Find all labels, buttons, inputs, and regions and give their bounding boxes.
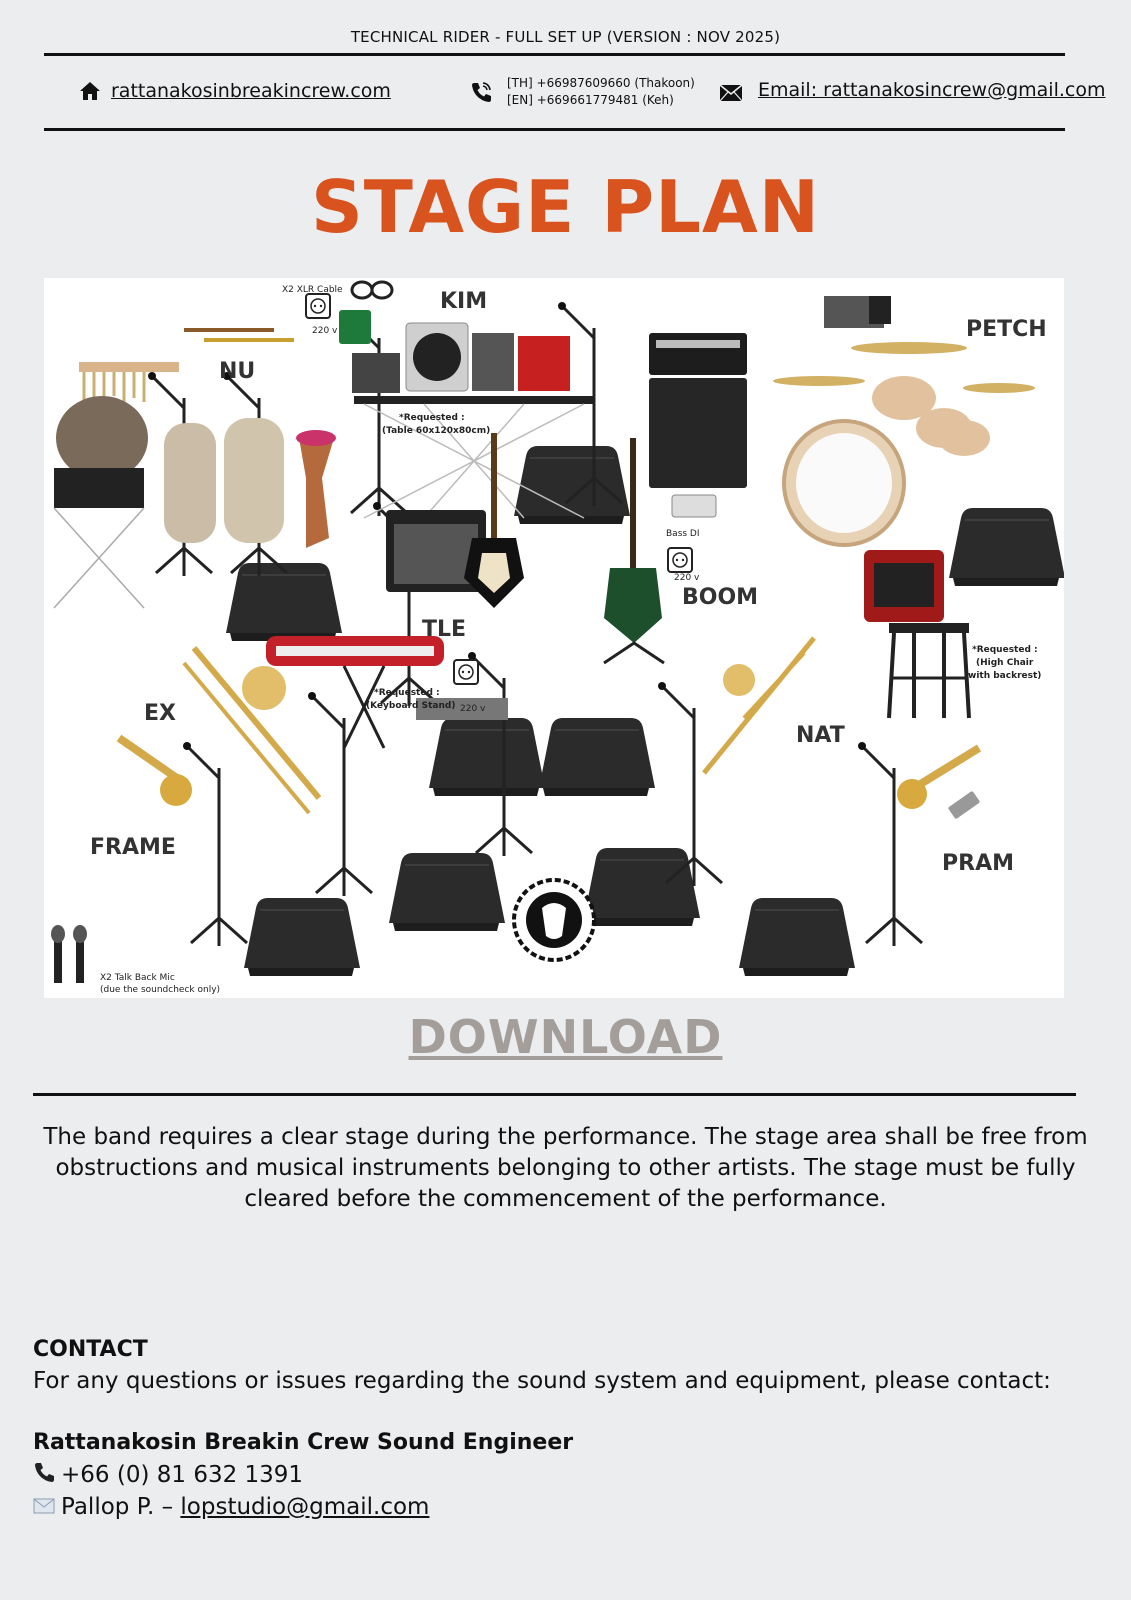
note-keyboard-stand: (Keyboard Stand) bbox=[366, 701, 455, 711]
label-kim: KIM bbox=[440, 289, 487, 314]
header-bottom-rule bbox=[44, 128, 1065, 131]
engineer-email-link[interactable]: lopstudio@gmail.com bbox=[180, 1494, 430, 1520]
note-talkback-sub: (due the soundcheck only) bbox=[100, 985, 220, 995]
envelope-emoji-icon bbox=[33, 1494, 57, 1520]
email-item[interactable]: Email: rattanakosincrew@gmail.com bbox=[719, 78, 1105, 102]
mic-stand bbox=[181, 740, 249, 948]
note-keyboard-requested: *Requested : bbox=[374, 688, 440, 698]
label-boom: BOOM bbox=[682, 585, 758, 610]
note-volt: 220 v bbox=[460, 704, 486, 714]
engineer-phone: +66 (0) 81 632 1391 bbox=[61, 1462, 304, 1488]
floor-monitor bbox=[738, 897, 856, 977]
talkback-mics bbox=[51, 925, 87, 983]
drum-kit bbox=[773, 296, 1035, 547]
engineer-phone-line: +66 (0) 81 632 1391 bbox=[33, 1461, 303, 1489]
guitar-amp bbox=[386, 510, 486, 592]
floor-monitor bbox=[243, 897, 361, 977]
engineer-title: Rattanakosin Breakin Crew Sound Engineer bbox=[33, 1430, 574, 1455]
mic-stand bbox=[856, 740, 924, 948]
note-volt: 220 v bbox=[312, 326, 338, 336]
label-nat: NAT bbox=[796, 723, 845, 748]
note-xlr-cable: X2 XLR Cable bbox=[282, 285, 343, 295]
electric-guitar bbox=[464, 433, 524, 608]
trumpet-frame bbox=[116, 734, 192, 806]
stage-plan-diagram: KIM NU PETCH TLE BOOM EX NAT FRAME PRAM … bbox=[44, 278, 1064, 998]
document-title: TECHNICAL RIDER - FULL SET UP (VERSION :… bbox=[350, 28, 781, 46]
note-table-requested: *Requested : bbox=[399, 413, 465, 423]
floor-monitor bbox=[225, 562, 343, 642]
note-chair-requested: *Requested : bbox=[972, 645, 1038, 655]
engineer-name: Pallop P. – bbox=[61, 1494, 181, 1520]
dj-table bbox=[352, 322, 594, 519]
phone-icon bbox=[472, 82, 491, 102]
floor-monitor bbox=[388, 852, 506, 932]
home-icon bbox=[80, 82, 100, 100]
floor-monitor bbox=[583, 847, 701, 927]
note-talkback: X2 Talk Back Mic bbox=[100, 973, 175, 983]
floor-monitor bbox=[538, 717, 656, 797]
note-chair-line2: with backrest) bbox=[968, 671, 1041, 681]
note-volt: 220 v bbox=[674, 573, 700, 583]
percussion-set bbox=[53, 328, 336, 609]
bass-amp bbox=[649, 333, 747, 518]
keyboard bbox=[266, 636, 508, 749]
trombone-nat bbox=[702, 636, 816, 775]
trombone-ex bbox=[182, 646, 322, 815]
accordion-chair bbox=[864, 550, 971, 719]
label-nu: NU bbox=[219, 359, 255, 384]
contact-heading: CONTACT bbox=[33, 1337, 148, 1362]
band-logo bbox=[512, 878, 596, 962]
label-petch: PETCH bbox=[966, 317, 1047, 342]
phone-th: [TH] +66987609660 (Thakoon) bbox=[507, 76, 695, 90]
label-ex: EX bbox=[144, 701, 176, 726]
power-outlet-icon bbox=[453, 659, 479, 685]
power-outlet-icon bbox=[667, 547, 693, 573]
section-divider bbox=[33, 1093, 1076, 1096]
header-top-rule bbox=[44, 53, 1065, 56]
page-title: STAGE PLAN bbox=[310, 165, 821, 249]
floor-monitor bbox=[428, 717, 546, 797]
email-link[interactable]: Email: rattanakosincrew@gmail.com bbox=[758, 79, 1106, 101]
contact-intro: For any questions or issues regarding th… bbox=[33, 1368, 1051, 1394]
label-pram: PRAM bbox=[942, 851, 1014, 876]
floor-monitor bbox=[948, 507, 1064, 587]
note-bass-di: Bass DI bbox=[666, 529, 700, 539]
label-frame: FRAME bbox=[90, 835, 176, 860]
website-link[interactable]: rattanakosinbreakincrew.com bbox=[111, 80, 391, 102]
trumpet-pram bbox=[897, 744, 982, 819]
xlr-cables bbox=[339, 280, 394, 344]
power-outlet-icon bbox=[305, 293, 331, 319]
note-table-size: (Table 60x120x80cm) bbox=[382, 426, 490, 436]
phone-item: [TH] +66987609660 (Thakoon) [EN] +669661… bbox=[470, 75, 695, 109]
note-chair-line1: (High Chair bbox=[976, 658, 1034, 668]
stage-requirement-text: The band requires a clear stage during t… bbox=[43, 1124, 1088, 1212]
mail-icon bbox=[719, 84, 743, 102]
download-link[interactable]: DOWNLOAD bbox=[408, 1010, 723, 1064]
bass-guitar bbox=[603, 438, 665, 665]
phone-en: [EN] +669661779481 (Keh) bbox=[507, 93, 674, 107]
label-tle: TLE bbox=[422, 617, 466, 642]
website-item[interactable]: rattanakosinbreakincrew.com bbox=[79, 80, 391, 102]
telephone-emoji-icon bbox=[33, 1461, 57, 1489]
engineer-email-line: Pallop P. – lopstudio@gmail.com bbox=[33, 1494, 429, 1520]
header-contact-bar: rattanakosinbreakincrew.com [TH] +669876… bbox=[0, 75, 1131, 114]
